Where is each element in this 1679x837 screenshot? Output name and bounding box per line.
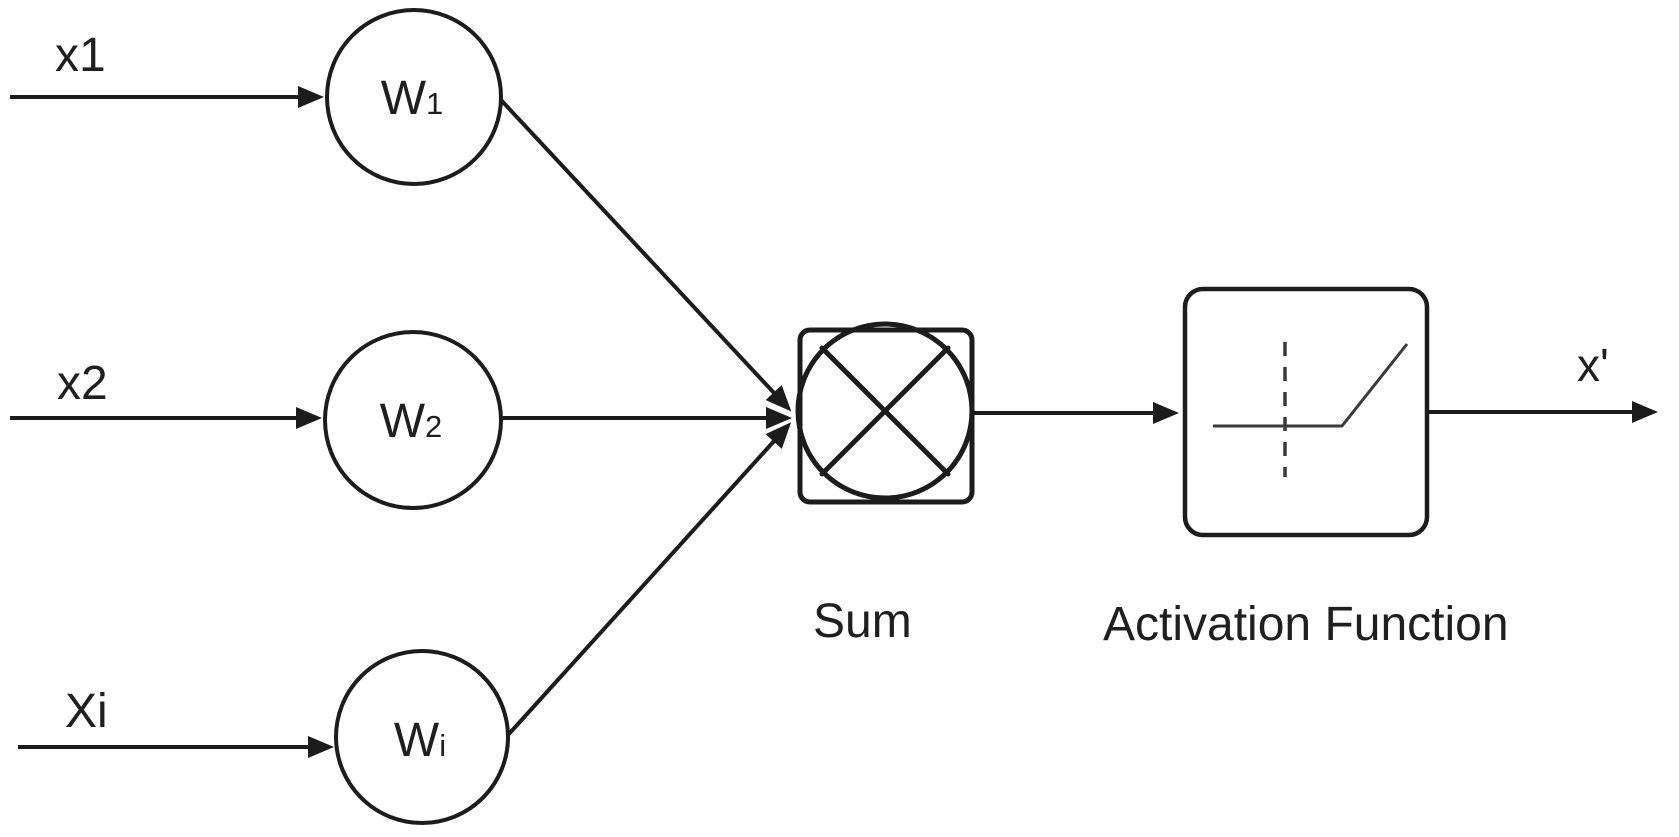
weight-node-w1 <box>325 8 503 186</box>
input-label-x1: x1 <box>55 29 106 82</box>
weight-label-wi: Wi <box>394 714 446 767</box>
weight-label-w1-base: W <box>381 72 427 125</box>
connector-w1-sum <box>499 98 792 412</box>
weight-label-w2-base: W <box>380 395 426 448</box>
activation-function-icon <box>1182 286 1430 538</box>
weight-label-wi-base: W <box>394 714 440 767</box>
sum-junction-icon <box>795 321 975 505</box>
connector-wi-sum <box>506 422 792 737</box>
weight-label-w1: W1 <box>381 72 444 125</box>
weight-label-w2-sub: 2 <box>425 409 442 444</box>
activation-box <box>1182 286 1430 538</box>
weight-label-wi-sub: i <box>439 728 446 763</box>
output-label: x' <box>1577 339 1609 391</box>
activation-caption: Activation Function <box>1103 598 1509 651</box>
weight-node-wi <box>334 649 510 825</box>
input-label-x2: x2 <box>57 357 108 410</box>
sum-cross-line-2 <box>819 345 951 477</box>
input-label-xi: Xi <box>65 685 108 738</box>
sum-caption: Sum <box>813 595 912 648</box>
weight-label-w2: W2 <box>380 395 443 448</box>
weight-label-w1-sub: 1 <box>426 86 443 121</box>
relu-curve-icon <box>1213 343 1409 428</box>
